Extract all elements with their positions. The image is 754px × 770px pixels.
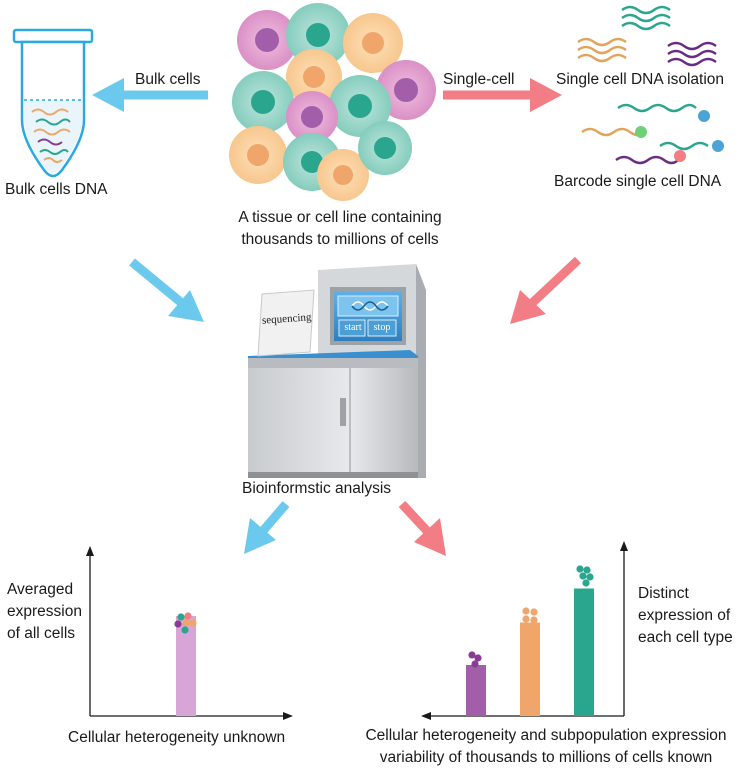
tissue-label-line1: A tissue or cell line containing <box>238 209 442 226</box>
averaged-label-line3: of all cells <box>7 625 76 642</box>
cell-icon <box>232 71 294 133</box>
tissue-label-line2: thousands to millions of cells <box>241 231 439 248</box>
sequencer-icon <box>248 264 426 478</box>
single-dna-isolation-label: Single cell DNA isolation <box>556 71 725 88</box>
single-cell-label: Single-cell <box>443 71 515 88</box>
distinct-label-line1: Distinct <box>638 585 689 602</box>
bulk-arrow-left <box>92 78 208 112</box>
averaged-label-line1: Averaged <box>7 581 74 598</box>
barcode-dna-label: Barcode single cell DNA <box>554 173 722 190</box>
bulk-arrow-to-chart <box>244 501 290 554</box>
cell-icon <box>358 121 412 175</box>
bar-cell-type-3 <box>574 588 594 716</box>
cell-icon <box>286 49 342 105</box>
cell-icon <box>286 3 350 67</box>
hetero-known-label-line1: Cellular heterogeneity and subpopulation… <box>365 727 727 744</box>
cell-icon <box>229 126 287 184</box>
start-button[interactable]: start <box>344 322 362 333</box>
bulk-cells-label: Bulk cells <box>135 71 201 88</box>
bulk-dna-label: Bulk cells DNA <box>5 181 108 198</box>
bar-cell-type-2 <box>520 622 540 716</box>
bar-all-cells <box>176 616 196 716</box>
cell-icon <box>376 60 436 120</box>
bar-cell-type-1 <box>466 665 486 716</box>
dna-strands-icon <box>577 5 717 67</box>
cell-icon <box>317 149 369 201</box>
distinct-label-line3: each cell type <box>638 629 733 646</box>
hetero-unknown-label: Cellular heterogeneity unknown <box>68 729 286 746</box>
bioinfo-label: Bioinformstic analysis <box>242 480 392 497</box>
cell-cluster <box>229 3 436 201</box>
dot-cluster-purple <box>468 651 482 668</box>
single-cell-arrow-to-chart <box>398 500 446 556</box>
barcode-dna-icon <box>581 103 724 165</box>
cell-icon <box>286 91 338 143</box>
microtube-icon <box>12 28 94 178</box>
dot-cluster-mixed <box>174 612 197 634</box>
cell-icon <box>237 10 297 70</box>
single-cell-arrow-right <box>443 78 562 112</box>
single-cell-arrow-to-sequencer <box>510 256 582 324</box>
dot-cluster-orange <box>522 607 538 624</box>
distinct-label-line2: expression of <box>638 607 731 624</box>
cell-icon <box>343 13 403 73</box>
hetero-known-label-line2: variability of thousands to millions of … <box>379 749 713 766</box>
stop-button[interactable]: stop <box>373 322 391 333</box>
bulk-arrow-to-sequencer <box>129 258 204 322</box>
dot-cluster-teal <box>576 565 594 587</box>
cell-icon <box>329 75 391 137</box>
averaged-label-line2: expression <box>7 603 82 620</box>
